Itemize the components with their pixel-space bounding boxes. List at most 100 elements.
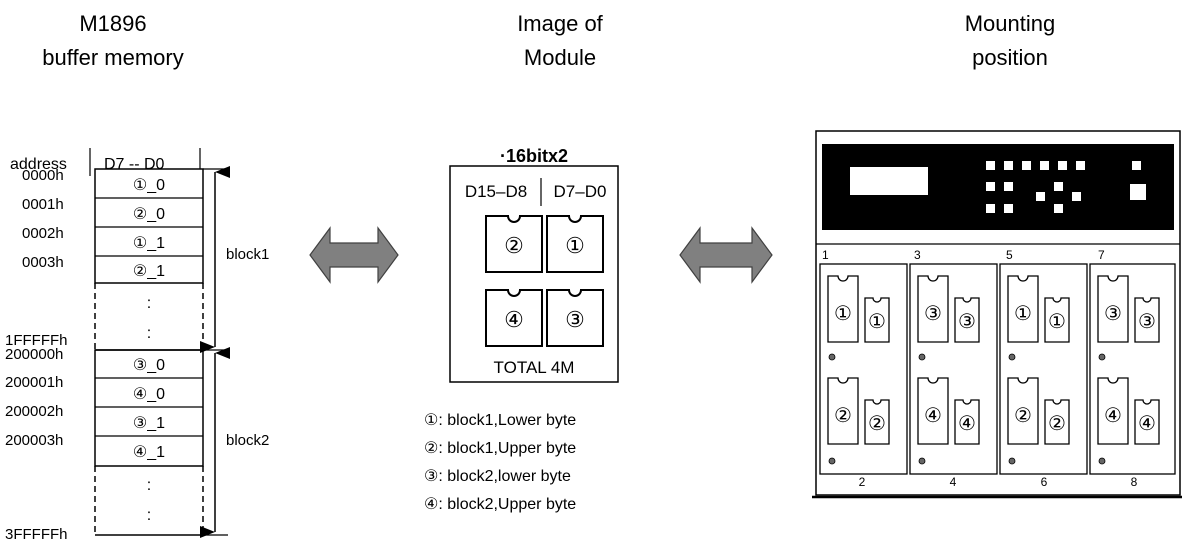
slot-chip-label: ③ bbox=[924, 303, 942, 325]
slot-led bbox=[828, 353, 836, 361]
legend: ①: block1,Lower byte ②: block1,Upper byt… bbox=[424, 412, 576, 513]
block1-address: 0000h bbox=[22, 167, 64, 184]
slot-chip-label: ③ bbox=[1138, 311, 1156, 333]
slot-chip-label: ① bbox=[1048, 311, 1066, 333]
module-slot: ③ ③ ④ ④ bbox=[1089, 263, 1176, 475]
block1-address: 0003h bbox=[22, 254, 64, 271]
slot-chip-label: ④ bbox=[1104, 405, 1122, 427]
slot-led bbox=[1098, 353, 1106, 361]
panel-key bbox=[1036, 192, 1045, 201]
module-chip bbox=[546, 215, 604, 273]
slot-led bbox=[1098, 457, 1106, 465]
panel-key bbox=[1054, 204, 1063, 213]
panel-key bbox=[1130, 184, 1146, 200]
heading-left-line2: buffer memory bbox=[42, 45, 183, 70]
double-arrow-center-right bbox=[679, 226, 773, 284]
slot-chip bbox=[1097, 377, 1129, 445]
slot-led bbox=[1008, 457, 1016, 465]
module-col-right: D7–D0 bbox=[554, 182, 607, 201]
block1-cell: ②_0 bbox=[133, 206, 165, 223]
module-slot: ① ① ② ② bbox=[819, 263, 908, 475]
block1-address: 0001h bbox=[22, 196, 64, 213]
slot-chip-label: ④ bbox=[924, 405, 942, 427]
panel-key bbox=[1132, 161, 1141, 170]
slot-chip bbox=[917, 275, 949, 343]
slot-chip-label: ② bbox=[834, 405, 852, 427]
slot-chip bbox=[1007, 377, 1039, 445]
panel-key bbox=[1054, 182, 1063, 191]
slot-chip bbox=[1044, 297, 1070, 343]
slot-chip bbox=[1044, 399, 1070, 445]
slot-chip bbox=[1134, 297, 1160, 343]
heading-center-line1: Image of bbox=[517, 11, 603, 36]
block2-address: 200002h bbox=[5, 403, 63, 420]
module-chip bbox=[485, 215, 543, 273]
socket-number-top: 5 bbox=[1006, 248, 1013, 262]
block1-cell: ①_1 bbox=[133, 235, 165, 252]
block2-ellipsis: : bbox=[147, 477, 151, 494]
block1-cell: ②_1 bbox=[133, 263, 165, 280]
panel-key bbox=[986, 204, 995, 213]
block2-cell: ③_1 bbox=[133, 415, 165, 432]
block1-ellipsis: : bbox=[147, 295, 151, 312]
panel-key bbox=[1004, 161, 1013, 170]
slot-chip bbox=[954, 297, 980, 343]
panel-key bbox=[1040, 161, 1049, 170]
socket-number-bottom: 2 bbox=[859, 475, 866, 489]
panel-key bbox=[986, 182, 995, 191]
slot-chip-label: ② bbox=[1014, 405, 1032, 427]
module-chip-label: ② bbox=[504, 233, 524, 258]
panel-key bbox=[1004, 182, 1013, 191]
module-total: TOTAL 4M bbox=[494, 358, 575, 377]
slot-led bbox=[918, 353, 926, 361]
legend-item: ①: block1,Lower byte bbox=[424, 412, 576, 429]
slot-chip bbox=[827, 275, 859, 343]
block1-label: block1 bbox=[226, 246, 269, 263]
slot-chip-label: ④ bbox=[958, 413, 976, 435]
block2-label: block2 bbox=[226, 432, 269, 449]
slot-chip-label: ② bbox=[868, 413, 886, 435]
module-image: ·16bitx2 D15–D8 D7–D0 ② ① ④ ③ TOTAL 4M bbox=[449, 146, 619, 383]
heading-right-line2: position bbox=[972, 45, 1048, 70]
socket-number-top: 1 bbox=[822, 248, 829, 262]
socket-number-top: 7 bbox=[1098, 248, 1105, 262]
block2-end-address: 3FFFFFh bbox=[5, 526, 68, 540]
slot-chip-label: ① bbox=[834, 303, 852, 325]
slot-chip-label: ① bbox=[1014, 303, 1032, 325]
module-title: ·16bitx2 bbox=[500, 146, 568, 166]
slot-chip bbox=[1134, 399, 1160, 445]
memory-header-address: address bbox=[10, 156, 67, 173]
socket-number-bottom: 4 bbox=[950, 475, 957, 489]
module-chip-label: ④ bbox=[504, 307, 524, 332]
module-chip-label: ① bbox=[565, 233, 585, 258]
legend-item: ②: block1,Upper byte bbox=[424, 440, 576, 457]
panel-key bbox=[1072, 192, 1081, 201]
slot-chip bbox=[1097, 275, 1129, 343]
heading-right-line1: Mounting bbox=[965, 11, 1056, 36]
slot-chip-label: ④ bbox=[1138, 413, 1156, 435]
heading-left-line1: M1896 bbox=[79, 11, 146, 36]
panel-keys bbox=[986, 161, 1146, 213]
block2-ellipsis: : bbox=[147, 507, 151, 524]
legend-item: ③: block2,lower byte bbox=[424, 468, 571, 485]
slot-chip bbox=[864, 399, 890, 445]
double-arrow-left-center bbox=[309, 226, 399, 284]
legend-item: ④: block2,Upper byte bbox=[424, 496, 576, 513]
block1-ellipsis: : bbox=[147, 325, 151, 342]
socket-number-bottom: 8 bbox=[1131, 475, 1138, 489]
socket-number-top: 3 bbox=[914, 248, 921, 262]
slot-led bbox=[1008, 353, 1016, 361]
slot-chip bbox=[1007, 275, 1039, 343]
module-chip bbox=[546, 289, 604, 347]
slot-led bbox=[828, 457, 836, 465]
mounting-device: 1 3 5 7 2 4 6 8 ① ① ② ② bbox=[812, 130, 1182, 499]
slot-chip-label: ① bbox=[868, 311, 886, 333]
display-window bbox=[850, 167, 928, 195]
memory-map: address D7 -- D0 ①_0 ②_0 ①_1 ②_1 : : 000… bbox=[5, 148, 272, 540]
block1-cell-frame bbox=[94, 168, 204, 284]
block1-address: 0002h bbox=[22, 225, 64, 242]
socket-number-bottom: 6 bbox=[1041, 475, 1048, 489]
slot-chip bbox=[954, 399, 980, 445]
